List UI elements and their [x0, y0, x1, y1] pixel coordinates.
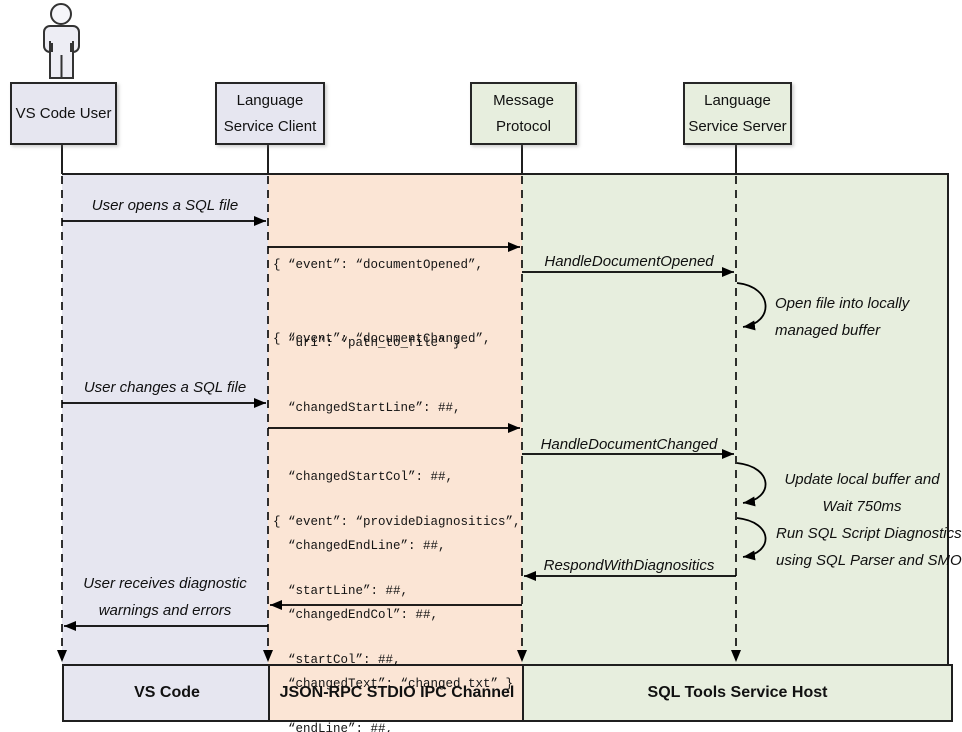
lane-vscode-user: [62, 174, 268, 664]
message-arrows: [62, 216, 736, 631]
footer-vscode: VS Code: [62, 664, 272, 722]
actor-label: Language: [704, 91, 771, 109]
actor-vscode-user: VS Code User: [10, 82, 117, 145]
payload-line: { “event”: “provideDiagnositics”,: [273, 515, 521, 529]
payload-line: “endLine”: ##,: [273, 722, 394, 732]
note-open-file: Open file into locally managed buffer: [775, 295, 910, 339]
note-update-buffer: Update local buffer and Wait 750ms: [784, 471, 940, 515]
label-respond-with-diagnositics: RespondWithDiagnositics: [543, 557, 715, 574]
actor-label: Language: [236, 91, 304, 109]
payload-line: { “event”: “documentOpened”,: [273, 258, 484, 272]
footer-sql-tools-service-host: SQL Tools Service Host: [522, 664, 953, 722]
actor-language-service-server: Language Service Server: [683, 82, 792, 145]
actor-language-service-client: Language Service Client: [215, 82, 325, 145]
user-icon: [43, 3, 80, 79]
actor-label: Service Client: [223, 117, 317, 135]
payload-line: “changedStartLine”: ##,: [273, 401, 461, 415]
note-run-diagnostics: Run SQL Script Diagnostics using SQL Par…: [776, 525, 962, 569]
label-user-opens: User opens a SQL file: [91, 197, 239, 214]
label-user-receives: User receives diagnostic warnings and er…: [83, 575, 247, 619]
label-handle-document-changed: HandleDocumentChanged: [540, 436, 718, 453]
actor-label: Service Server: [688, 117, 787, 135]
loop-update-buffer: [736, 462, 767, 507]
lane-json-rpc-channel: [268, 174, 522, 664]
loop-open-file: [736, 282, 767, 331]
loop-run-diagnostics: [736, 517, 767, 561]
band-border: [62, 173, 949, 664]
actor-connectors: [61, 141, 737, 174]
footer-json-rpc-channel: JSON-RPC STDIO IPC Channel: [268, 664, 526, 722]
payload-document-changed: { “event”: “documentChanged”, “changedSt…: [273, 282, 513, 732]
payload-line: “startLine”: ##,: [273, 584, 409, 598]
actor-label: VS Code User: [15, 104, 112, 122]
payload-document-opened: { “event”: “documentOpened”, “uri”: “pat…: [273, 200, 483, 408]
payload-line: “changedText”: “changed txt” }: [273, 677, 514, 691]
payload-line: “uri”: “path_to_file” }: [273, 336, 461, 350]
actor-label: Protocol: [495, 117, 552, 135]
actor-message-protocol: Message Protocol: [470, 82, 577, 145]
payload-line: { “event”: “documentChanged”,: [273, 332, 491, 346]
payload-provide-diagnositics: { “event”: “provideDiagnositics”, “start…: [273, 465, 521, 732]
payload-line: “changedEndLine”: ##,: [273, 539, 446, 553]
self-loops: [736, 282, 767, 561]
label-handle-document-opened: HandleDocumentOpened: [544, 253, 714, 270]
payload-line: “startCol”: ##,: [273, 653, 401, 667]
lifelines: [57, 176, 741, 662]
payload-line: “changedStartCol”: ##,: [273, 470, 454, 484]
payload-line: “changedEndCol”: ##,: [273, 608, 439, 622]
label-user-changes: User changes a SQL file: [83, 379, 247, 396]
actor-label: Message: [493, 91, 554, 109]
